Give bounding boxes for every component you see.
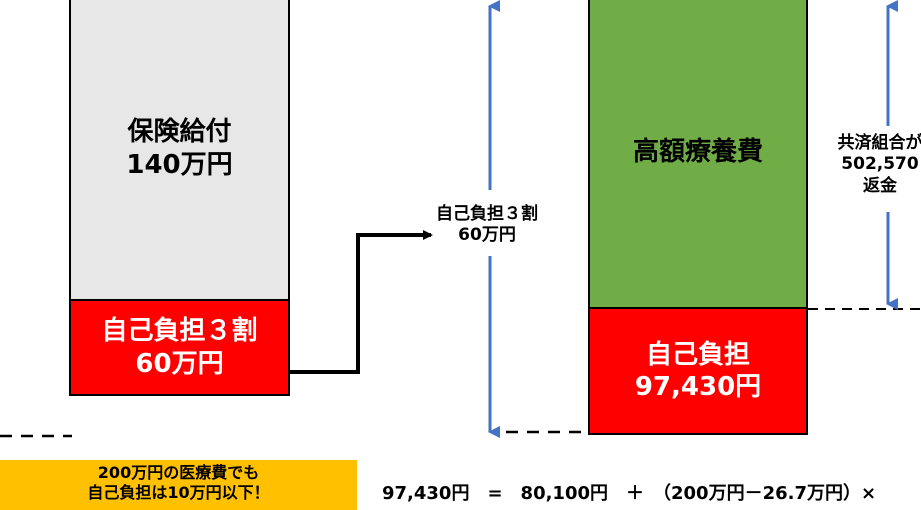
note-line2: 自己負担は10万円以下！ (87, 483, 270, 502)
refund-label-line3: 返金 (863, 175, 897, 196)
connector-lines (0, 0, 921, 438)
self-pay-final-amount: 97,430円 (634, 372, 762, 402)
transfer-arrow (290, 230, 433, 374)
insurance-benefit-amount: 140万円 (126, 149, 233, 180)
calculation-formula: 97,430円 = 80,100円 ＋ （200万円－26.7万円）× (382, 483, 877, 504)
refund-label: 共済組合が 502,570 返金 (810, 133, 921, 197)
self-pay-30-label: 自己負担３割 (101, 316, 258, 346)
insurance-benefit-box: 保険給付 140万円 (69, 0, 290, 301)
refund-label-amount: 502,570 (841, 154, 919, 175)
high-cost-medical-box: 高額療養費 (588, 0, 808, 309)
high-cost-medical-label: 高額療養費 (632, 137, 763, 168)
refund-label-line1: 共済組合が (837, 133, 921, 153)
self-pay-final-box: 自己負担 97,430円 (588, 307, 808, 435)
self-pay-30-amount: 60万円 (135, 348, 224, 379)
insurance-benefit-label: 保険給付 (127, 117, 232, 147)
self-pay-30-middle-label: 自己負担３割 60万円 (412, 204, 562, 247)
self-pay-30-box: 自己負担３割 60万円 (69, 299, 290, 396)
self-pay-final-label: 自己負担 (645, 339, 750, 370)
note-line1: 200万円の医療費でも (97, 463, 260, 482)
middle-label-line2: 60万円 (458, 225, 516, 246)
highlight-note-box: 200万円の医療費でも 自己負担は10万円以下！ (0, 460, 357, 510)
middle-label-line1: 自己負担３割 (436, 204, 538, 224)
